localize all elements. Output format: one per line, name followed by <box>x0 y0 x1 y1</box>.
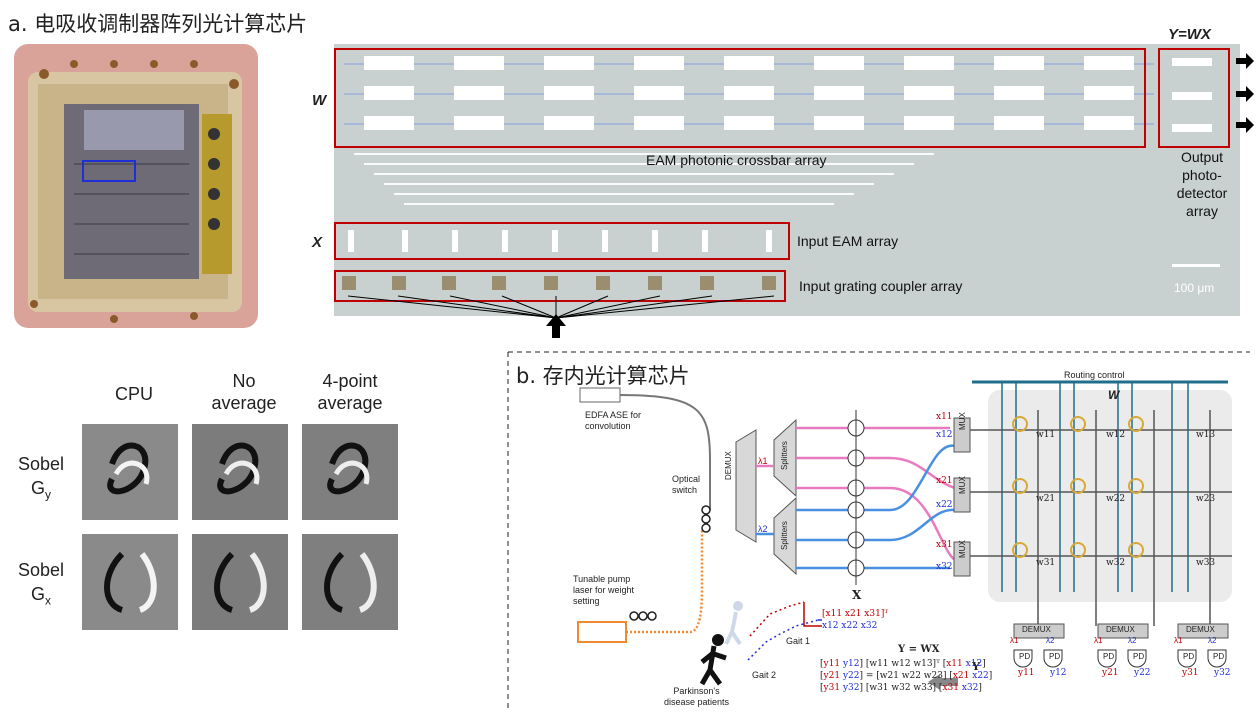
output-pd-label: Output photo- detector array <box>1176 149 1228 219</box>
input-grating-label: Input grating coupler array <box>799 278 963 294</box>
x32-label: x32 <box>936 562 953 572</box>
pd-3: PD <box>1103 652 1115 661</box>
label-w: W <box>312 92 327 109</box>
mux-label-3: MUX <box>958 540 967 558</box>
x-input-label: X <box>852 588 862 602</box>
pd-6: PD <box>1213 652 1225 661</box>
label-y-eq: Y=WX <box>1168 26 1211 43</box>
pd-1: PD <box>1019 652 1031 661</box>
sobel-col-cpu: CPU <box>114 384 153 404</box>
w12-label: w12 <box>1106 430 1126 440</box>
scale-bar-label: 100 μm <box>1174 281 1215 295</box>
label-x: X <box>312 234 323 251</box>
x22-label: x22 <box>936 500 953 510</box>
sobel-gx-noavg-image <box>192 534 288 630</box>
w11-label: w11 <box>1036 430 1056 440</box>
demux-bottom-1: DEMUX <box>1022 625 1051 634</box>
x21-label: x21 <box>936 476 953 486</box>
gait1-label: Gait 1 <box>786 636 811 646</box>
pd-5: PD <box>1183 652 1195 661</box>
matrix-equation: [y11 y12] [w11 w12 w13]ᵀ [x11 x12] [y21 … <box>820 659 993 693</box>
sobel-gx-cpu-image <box>82 534 178 630</box>
w23-label: w23 <box>1196 494 1216 504</box>
lambda2-b3: λ2 <box>1208 636 1217 645</box>
w31-label: w31 <box>1036 558 1056 568</box>
crossbar-w-label: W <box>1108 388 1120 402</box>
sobel-row-gy-label: Sobel Gy <box>18 454 65 502</box>
pd-4: PD <box>1133 652 1145 661</box>
w22-label: w22 <box>1106 494 1126 504</box>
splitters-top-label: Splitters <box>780 441 789 470</box>
x-matrix: [x11 x21 x31]ᵀ x12 x22 x32 <box>822 609 889 631</box>
lambda1-b1: λ1 <box>1010 636 1019 645</box>
sobel-gx-4pt-image <box>302 534 398 630</box>
routing-control-label: Routing control <box>1064 370 1125 380</box>
lambda2-b2: λ2 <box>1128 636 1137 645</box>
gait2-label: Gait 2 <box>752 670 777 680</box>
output-pd-box <box>1158 48 1230 148</box>
mux-label-1: MUX <box>958 412 967 430</box>
lambda2-b1: λ2 <box>1046 636 1055 645</box>
pd-2: PD <box>1049 652 1061 661</box>
lambda2-left: λ2 <box>758 524 768 534</box>
x11-label: x11 <box>936 412 953 422</box>
splitters-bottom-label: Splitters <box>780 521 789 550</box>
y12-label: y12 <box>1050 668 1067 678</box>
lambda1-b2: λ1 <box>1094 636 1103 645</box>
x12-label: x12 <box>936 430 953 440</box>
weight-array-box <box>334 48 1146 148</box>
w33-label: w33 <box>1196 558 1216 568</box>
output-arrows <box>1236 53 1254 133</box>
y22-label: y22 <box>1134 668 1151 678</box>
input-eam-box <box>334 222 790 260</box>
panel-b-title: b. 存内光计算芯片 <box>516 364 690 388</box>
crossbar-label: EAM photonic crossbar array <box>646 152 827 168</box>
lambda1-b3: λ1 <box>1174 636 1183 645</box>
input-fan-lines <box>347 295 775 338</box>
y11-label: y11 <box>1018 668 1035 678</box>
sobel-gy-4pt-image <box>302 424 398 520</box>
input-eam-label: Input EAM array <box>797 233 899 249</box>
sobel-row-gx-label: Sobel Gx <box>18 560 65 608</box>
w21-label: w21 <box>1036 494 1056 504</box>
input-grating-box <box>334 270 786 302</box>
optical-schematic <box>577 380 1232 690</box>
y32-label: y32 <box>1214 668 1231 678</box>
equation-title: Y = WX <box>898 644 940 655</box>
sobel-gy-noavg-image <box>192 424 288 520</box>
y21-label: y21 <box>1102 668 1119 678</box>
chip-photo <box>14 44 258 328</box>
panel-a-title: a. 电吸收调制器阵列光计算芯片 <box>8 12 308 36</box>
demux-left-label: DEMUX <box>724 451 733 480</box>
chip-zoom-region <box>82 160 136 182</box>
mux-label-2: MUX <box>958 476 967 494</box>
y-arrow-label: Y <box>972 660 980 673</box>
w32-label: w32 <box>1106 558 1126 568</box>
demux-bottom-2: DEMUX <box>1106 625 1135 634</box>
w13-label: w13 <box>1196 430 1216 440</box>
y31-label: y31 <box>1182 668 1199 678</box>
demux-bottom-3: DEMUX <box>1186 625 1215 634</box>
sobel-gy-cpu-image <box>82 424 178 520</box>
lambda1-left: λ1 <box>758 456 768 466</box>
x31-label: x31 <box>936 540 953 550</box>
